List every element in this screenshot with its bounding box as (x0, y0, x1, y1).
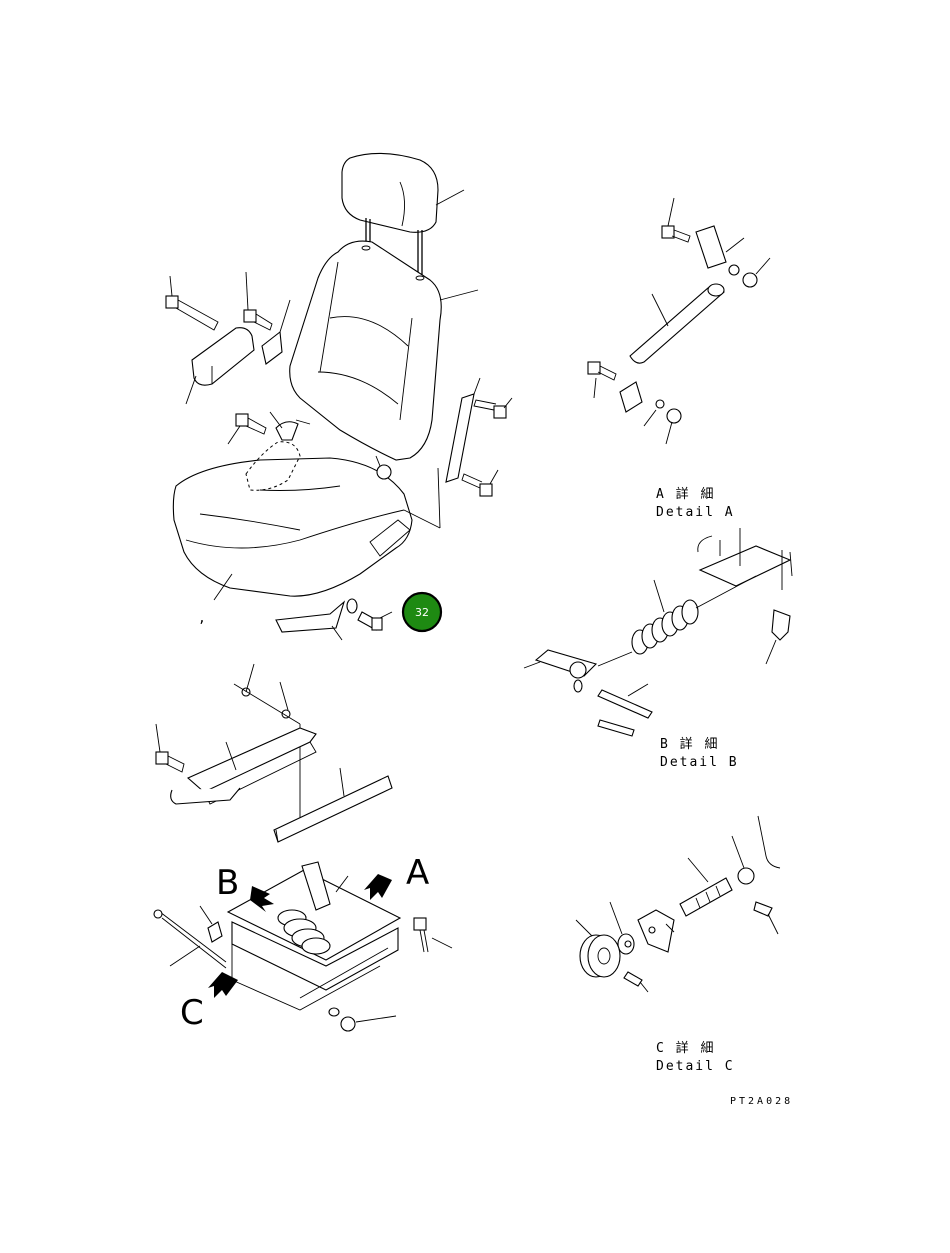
detail-a-title-en: Detail A (656, 505, 735, 520)
detail-a-title-jp: A 詳 細 (656, 486, 715, 502)
lever-handle (275, 600, 346, 641)
callout-number: 32 (415, 606, 429, 619)
view-arrow-b (250, 886, 274, 912)
seat-suspension-base (153, 861, 453, 1032)
view-arrow-a (364, 874, 392, 900)
bolt (473, 397, 513, 419)
view-label-b: B (216, 863, 239, 903)
recliner-lever (269, 411, 311, 441)
detail-a-drawing (587, 197, 771, 445)
detail-b-bellows (631, 599, 699, 655)
detail-b-title-jp: B 詳 細 (660, 736, 719, 752)
bracket (261, 299, 291, 365)
stray-mark: , (198, 611, 208, 626)
nut (375, 455, 392, 480)
slide-rails (155, 663, 393, 843)
detail-c-drawing (575, 815, 781, 993)
detail-b-drawing (523, 528, 793, 737)
seat-backrest (289, 240, 479, 461)
headrest (341, 152, 465, 277)
callout-badge: 32 (401, 591, 443, 633)
detail-b-title-en: Detail B (660, 755, 739, 770)
view-arrow-c (208, 972, 238, 998)
view-label-c: C (180, 993, 204, 1033)
side-bracket (403, 377, 481, 529)
armrest (185, 327, 255, 405)
detail-c-title-jp: C 詳 細 (656, 1040, 715, 1056)
view-label-a: A (406, 853, 429, 893)
detail-c-title-en: Detail C (656, 1059, 735, 1074)
bolt (227, 413, 267, 445)
bolt (165, 275, 219, 331)
bolt (461, 469, 499, 497)
seat-cushion (172, 441, 413, 601)
bolt (243, 271, 273, 331)
washer-bolt (346, 598, 393, 631)
drawing-code: PT2A028 (730, 1096, 793, 1107)
